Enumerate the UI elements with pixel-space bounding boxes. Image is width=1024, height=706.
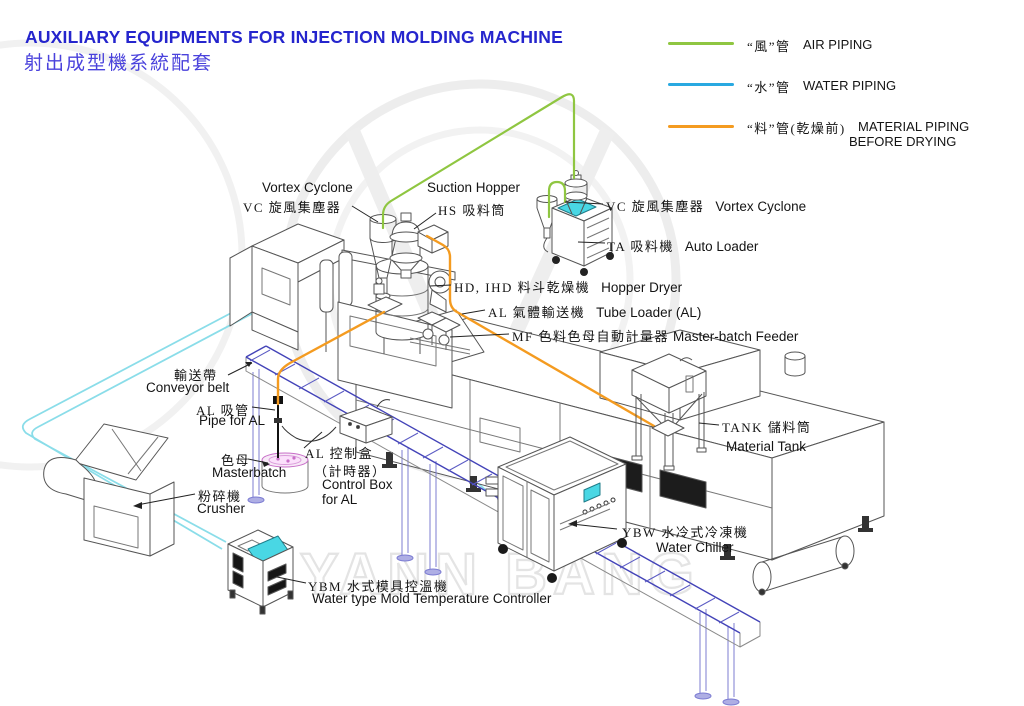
label-crusher-zh: 粉碎機 <box>198 489 242 504</box>
label-vortex-cyclone-right-en: Vortex Cyclone <box>715 199 807 214</box>
water-pipe-left-loop <box>21 301 253 550</box>
label-control-box-en2: for AL <box>322 492 358 507</box>
label-tank-en: Material Tank <box>726 439 807 454</box>
leader-suction-hopper <box>413 212 437 230</box>
crusher <box>43 423 175 557</box>
leader-hopper-dryer <box>429 284 452 287</box>
label-masterbatch-en: Masterbatch <box>212 465 287 480</box>
label-suction-hopper-zh: HS 吸料筒 <box>438 203 506 218</box>
label-hopper-dryer-en: Hopper Dryer <box>601 280 683 295</box>
leader-ybw <box>571 523 618 530</box>
conveyor-side <box>245 357 761 648</box>
leader-control-box <box>303 431 323 449</box>
label-crusher-en: Crusher <box>197 501 246 516</box>
leader-auto-loader <box>577 241 606 244</box>
label-ybm-en: Water type Mold Temperature Controller <box>312 591 552 606</box>
leader-vortex-cyclone-right <box>564 201 604 205</box>
guard-door <box>337 301 453 409</box>
legend-material-en2: BEFORE DRYING <box>849 134 957 149</box>
legend-water-zh: “水”管 <box>747 80 791 95</box>
air-pipe-loader <box>547 180 567 219</box>
leader-masterbatch-feeder <box>449 333 510 338</box>
label-conveyor-en: Conveyor belt <box>146 380 230 395</box>
air-piping <box>381 93 576 230</box>
suction-hopper-hs <box>389 212 423 279</box>
label-control-box-zh2: （計時器） <box>314 464 387 479</box>
water-piping-swatch <box>668 83 734 86</box>
al-control-box <box>281 399 393 444</box>
water-chiller-ybw <box>485 436 627 583</box>
page-subtitle-zh: 射出成型機系統配套 <box>24 53 214 74</box>
label-hopper-dryer-zh: HD, IHD 料斗乾燥機 <box>454 280 591 295</box>
air-piping-swatch <box>668 42 734 45</box>
legend-air-zh: “風”管 <box>747 39 791 54</box>
label-auto-loader-zh: TA 吸料機 <box>607 239 674 254</box>
leader-vortex-cyclone-left <box>351 205 379 223</box>
label-auto-loader: TA 吸料機 Auto Loader <box>607 236 758 256</box>
injection-molding-machine <box>229 212 885 596</box>
masterbatch-container <box>261 452 309 494</box>
leader-pipe-al <box>251 406 276 411</box>
label-vortex-cyclone-right-zh: VC 旋風集塵器 <box>606 199 705 214</box>
label-tank-zh: TANK 儲料筒 <box>722 420 812 435</box>
legend-material-en: MATERIAL PIPING <box>858 119 970 134</box>
legend-air-en: AIR PIPING <box>803 37 873 52</box>
label-conveyor-zh: 輸送帶 <box>174 368 218 383</box>
machine-cylinders <box>319 251 353 360</box>
leader-tube-loader <box>461 309 486 315</box>
label-pipe-al-en: Pipe for AL <box>199 413 266 428</box>
water-pipe-left-loop-2 <box>31 310 258 543</box>
masterbatch-feeder-unit <box>367 277 471 355</box>
material-piping <box>276 234 656 428</box>
legend-material-zh: “料”管(乾燥前) <box>747 121 846 136</box>
label-masterbatch-feeder-zh: MF 色料色母自動計量器 <box>512 329 670 344</box>
label-ybw-en: Water Chiller <box>656 540 734 555</box>
leader-crusher <box>136 493 196 506</box>
leader-tank <box>698 422 720 426</box>
label-control-box-zh1: AL 控制盒 <box>305 446 374 461</box>
material-pipe-dryer-to-tank <box>425 234 656 428</box>
leader-lines <box>133 201 720 584</box>
label-vortex-cyclone-left-zh: VC 旋風集塵器 <box>243 200 342 215</box>
clamp-unit <box>229 223 456 351</box>
pipe-for-al <box>273 396 283 458</box>
ybw-display <box>583 482 601 503</box>
label-pipe-al-zh: AL 吸管 <box>196 403 250 418</box>
label-vortex-cyclone-right: VC 旋風集塵器 Vortex Cyclone <box>606 196 806 216</box>
label-suction-hopper-en: Suction Hopper <box>427 180 521 195</box>
label-tube-loader-en: Tube Loader (AL) <box>596 305 702 320</box>
label-ybm-zh: YBM 水式模具控溫機 <box>308 579 449 594</box>
label-tube-loader-zh: AL 氣體輸送機 <box>488 305 586 320</box>
leader-ybm <box>276 576 307 584</box>
label-ybw-zh: YBW 水冷式冷凍機 <box>622 525 749 540</box>
watermark-text: YANN BANG <box>300 542 700 607</box>
label-hopper-dryer: HD, IHD 料斗乾燥機 Hopper Dryer <box>454 277 682 297</box>
conveyor-legs <box>247 369 740 706</box>
label-auto-loader-en: Auto Loader <box>684 239 759 254</box>
material-tank <box>631 353 707 471</box>
label-masterbatch-zh: 色母 <box>221 453 251 468</box>
legend-water-en: WATER PIPING <box>803 78 897 93</box>
mold-temp-controller-ybm <box>227 529 294 615</box>
air-pipe-main <box>381 93 576 230</box>
label-tube-loader: AL 氣體輸送機 Tube Loader (AL) <box>488 302 701 322</box>
label-control-box-en1: Control Box <box>322 477 393 492</box>
material-piping-swatch <box>668 125 734 128</box>
label-vortex-cyclone-left-en: Vortex Cyclone <box>262 180 353 195</box>
page-title: AUXILIARY EQUIPMENTS FOR INJECTION MOLDI… <box>25 27 563 47</box>
label-masterbatch-feeder-en: Master-batch Feeder <box>673 329 799 344</box>
material-pipe-mf-to-al <box>276 310 386 406</box>
control-box-cable <box>281 425 337 442</box>
